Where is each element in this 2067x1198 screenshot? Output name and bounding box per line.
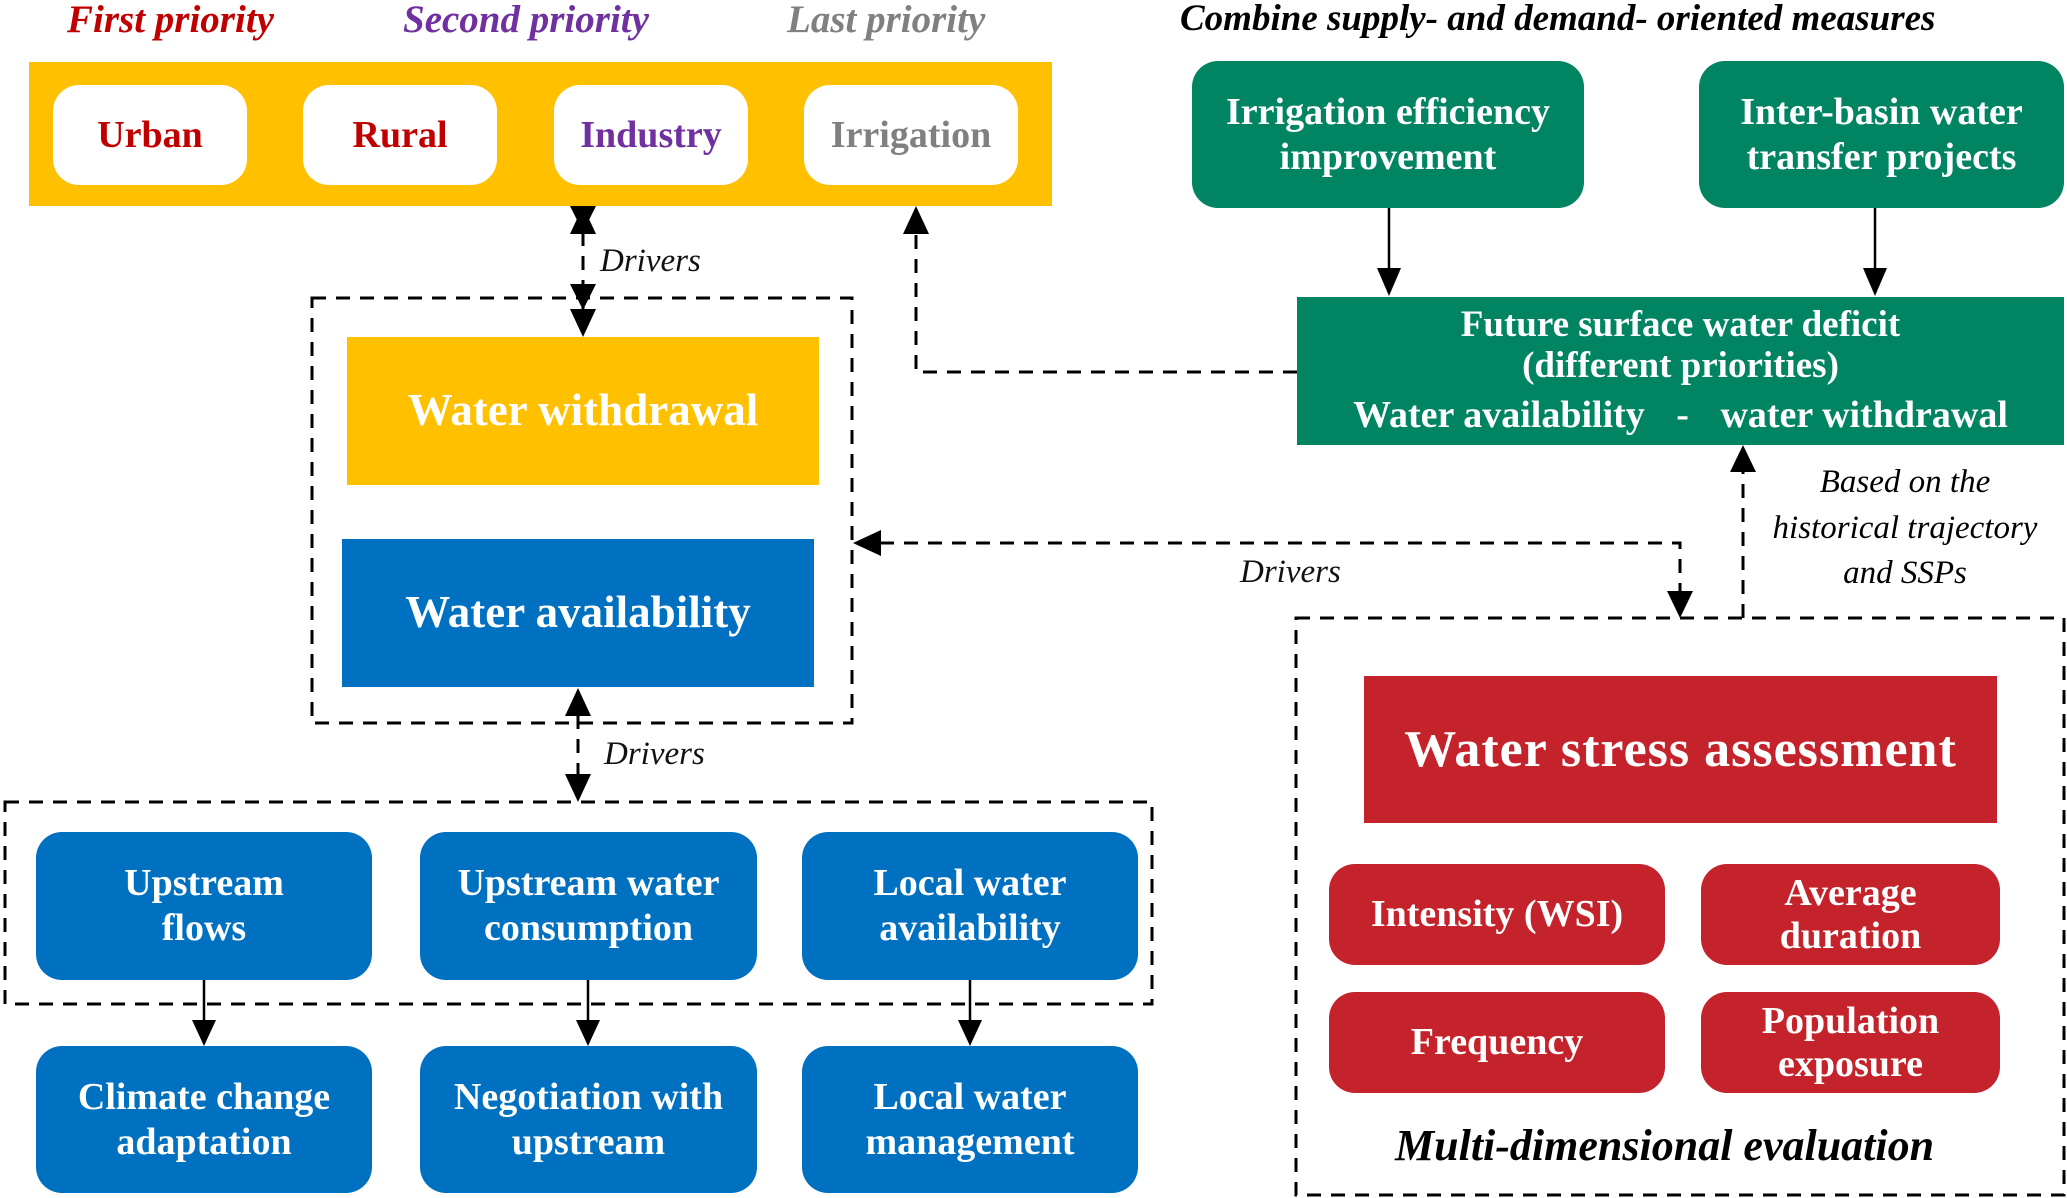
- last-priority-label: Last priority: [787, 0, 986, 41]
- factor-line: Upstream: [124, 862, 284, 905]
- drivers-middle-label: Drivers: [1240, 554, 1341, 590]
- water-availability-box: Water availability: [342, 539, 814, 687]
- deficit-title-line2: (different priorities): [1522, 345, 1839, 387]
- factor-line: Local water: [873, 862, 1067, 905]
- inter-basin-line2: transfer projects: [1746, 135, 2017, 178]
- sector-industry: Industry: [554, 85, 748, 185]
- factor-line: flows: [161, 907, 247, 949]
- arrowhead-down-negotiation: [576, 1020, 600, 1046]
- response-line: adaptation: [116, 1120, 292, 1163]
- measures-title: Combine supply- and demand- oriented mea…: [1180, 0, 1936, 39]
- response-line: Local water: [873, 1075, 1067, 1118]
- arrowhead-up-sector-bar: [570, 206, 596, 234]
- drivers-top-label: Drivers: [600, 243, 701, 279]
- metric-line: Intensity (WSI): [1370, 893, 1624, 936]
- arrowhead-down-local-mgmt: [958, 1020, 982, 1046]
- trajectory-label: Based on the historical trajectory and S…: [1750, 460, 2060, 597]
- factor-line: consumption: [483, 907, 694, 949]
- deficit-formula: Water availability - water withdrawal: [1353, 393, 2008, 437]
- drivers-middle-connector: [880, 541, 1682, 592]
- first-priority-label: First priority: [67, 0, 274, 41]
- arrowhead-down-stress: [1667, 591, 1693, 618]
- second-priority-label: Second priority: [403, 0, 649, 41]
- inter-basin-transfer-box: Inter-basin water transfer projects: [1699, 61, 2064, 208]
- arrowhead-left-core: [853, 530, 881, 556]
- deficit-title-line1: Future surface water deficit: [1460, 304, 1901, 346]
- metric-line: Average: [1784, 871, 1917, 914]
- sector-rural: Rural: [303, 85, 497, 185]
- trajectory-line3: and SSPs: [1843, 555, 1967, 592]
- water-withdrawal-box: Water withdrawal: [347, 337, 819, 485]
- multi-dimensional-caption: Multi-dimensional evaluation: [1395, 1121, 1935, 1170]
- arrowhead-down-deficit-left: [1377, 268, 1401, 296]
- irrigation-efficiency-box: Irrigation efficiency improvement: [1192, 61, 1584, 208]
- trajectory-line2: historical trajectory: [1772, 509, 2038, 546]
- response-line: Climate change: [77, 1075, 331, 1118]
- metric-line: duration: [1779, 914, 1922, 957]
- trajectory-line1: Based on the: [1819, 464, 1991, 500]
- arrowhead-up-availability: [565, 688, 591, 716]
- arrowhead-down-withdrawal: [570, 309, 596, 337]
- water-stress-assessment-box: Water stress assessment: [1364, 676, 1997, 823]
- formula-availability: Water availability: [1353, 393, 1645, 436]
- irrigation-efficiency-line1: Irrigation efficiency: [1226, 90, 1550, 133]
- metric-frequency: Frequency: [1329, 992, 1665, 1093]
- sector-urban: Urban: [53, 85, 247, 185]
- metric-intensity: Intensity (WSI): [1329, 864, 1665, 965]
- future-deficit-box: Future surface water deficit (different …: [1297, 297, 2064, 445]
- metric-line: Population: [1761, 999, 1940, 1042]
- metric-line: exposure: [1778, 1042, 1923, 1085]
- metric-line: Frequency: [1410, 1021, 1584, 1064]
- arrowhead-down-hydrology: [565, 774, 591, 802]
- deficit-to-irrigation-connector: [914, 232, 1297, 374]
- factor-line: Upstream water: [457, 862, 720, 905]
- formula-withdrawal: water withdrawal: [1720, 393, 2008, 436]
- factor-line: availability: [879, 907, 1061, 949]
- response-line: upstream: [511, 1120, 666, 1163]
- inter-basin-line1: Inter-basin water: [1740, 90, 2023, 133]
- response-line: Negotiation with: [453, 1075, 724, 1118]
- arrowhead-down-deficit-right: [1863, 268, 1887, 296]
- arrowhead-up-irrigation: [903, 206, 929, 234]
- irrigation-efficiency-line2: improvement: [1279, 135, 1497, 178]
- arrowhead-down-climate: [192, 1020, 216, 1046]
- arrowhead-up-deficit: [1730, 445, 1756, 472]
- hydrology-dashed-frame: [3, 800, 1154, 1006]
- drivers-bottom-label: Drivers: [604, 736, 705, 772]
- formula-minus: -: [1676, 393, 1689, 436]
- response-line: management: [865, 1120, 1075, 1163]
- sector-irrigation: Irrigation: [804, 85, 1018, 185]
